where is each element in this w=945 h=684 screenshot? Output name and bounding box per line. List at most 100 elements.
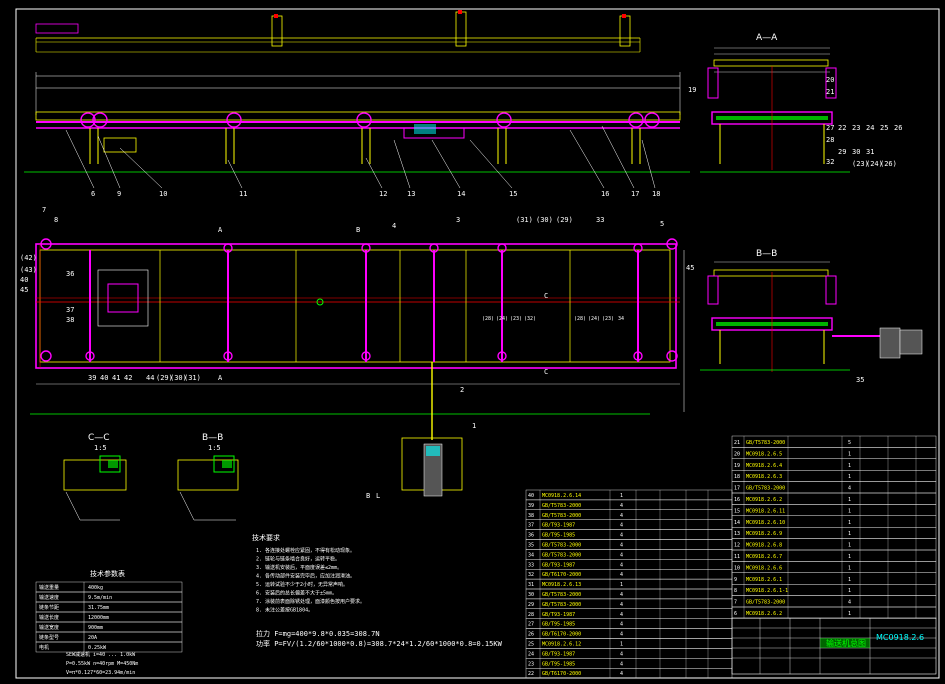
callout-section-a: (24) [866, 160, 883, 168]
note-line: 6. 安装后的总长偏差不大于±5mm。 [256, 590, 337, 597]
callout-plan-top: 33 [596, 216, 604, 224]
bom-index: 10 [734, 565, 740, 571]
bom-part-no: GB/T6170-2000 [542, 572, 581, 578]
bom-qty: 4 [620, 533, 623, 539]
bom-part-no: MC0918.2.6.12 [542, 642, 581, 648]
callout-section-a: 25 [880, 124, 888, 132]
bom-qty: 4 [620, 592, 623, 598]
callout-plan-bottom: (31) [184, 374, 201, 382]
callout-section-a: 26 [894, 124, 902, 132]
bom-part-no: GB/T93-1987 [542, 562, 575, 568]
note-line: 2. 链轮与链条啮合良好，运转平稳。 [256, 556, 340, 563]
callout-plan-left: (43) [20, 266, 37, 274]
drawing-border [15, 8, 940, 679]
bom-index: 29 [528, 602, 534, 608]
callout-front-14: 14 [457, 190, 465, 198]
section-mark-b-bottom: B [366, 492, 370, 500]
section-mark-l: L [376, 492, 380, 500]
callout-plan-bottom: 42 [124, 374, 132, 382]
spec-value: 20A [88, 635, 97, 641]
bom-qty: 1 [848, 497, 851, 503]
bom-part-no: MC0918.2.6.13 [542, 582, 581, 588]
bom-index: 13 [734, 531, 740, 537]
bom-index: 32 [528, 572, 534, 578]
callout-front-11: 11 [239, 190, 247, 198]
title-block: 输送机总图 MC0918.2.6 [731, 617, 937, 675]
bom-part-no: MC0918.2.6.11 [746, 508, 785, 514]
bom-part-no: MC0918.2.6.10 [746, 520, 785, 526]
callout-plan-mid: (32) [524, 316, 536, 322]
bom-index: 23 [528, 661, 534, 667]
bom-qty: 4 [848, 486, 851, 492]
notes-block: 技术要求 1. 各连接处螺栓应紧固，不得有松动现象。 2. 链轮与链条啮合良好，运转… [252, 533, 503, 648]
spec-value: 900mm [88, 625, 103, 631]
bom-qty: 4 [620, 651, 623, 657]
bom-qty: 4 [620, 632, 623, 638]
callout-section-a: 20 [826, 76, 834, 84]
callout-section-a: 29 [838, 148, 846, 156]
spec-lower-line: V=π*0.127*60=23.94m/min [66, 670, 135, 676]
note-line: 1. 各连接处螺栓应紧固，不得有松动现象。 [256, 547, 355, 554]
spec-value: 31.75mm [88, 605, 109, 611]
bom-qty: 1 [848, 588, 851, 594]
detail-cc-bb [63, 455, 239, 521]
callout-front-12: 12 [379, 190, 387, 198]
bom-qty: 1 [848, 451, 851, 457]
callout-plan-bottom: (29) [156, 374, 173, 382]
bom-index: 30 [528, 592, 534, 598]
bom-part-no: GB/T5783-2000 [542, 503, 581, 509]
bom-qty: 4 [620, 562, 623, 568]
bom-part-no: MC0918.2.6.6 [746, 565, 782, 571]
bom-qty: 5 [848, 440, 851, 446]
spec-key: 链条型号 [39, 634, 59, 641]
section-bb-title: B—B [202, 433, 223, 443]
bom-qty: 1 [848, 531, 851, 537]
bom-qty: 4 [620, 523, 623, 529]
top-mini-view [35, 10, 641, 53]
bom-part-no: GB/T5783-2000 [542, 602, 581, 608]
bom-part-no: GB/T93-1987 [542, 612, 575, 618]
callout-section-a: 28 [826, 136, 834, 144]
bom-qty: 4 [620, 661, 623, 667]
bom-part-no: GB/T5783-2000 [542, 552, 581, 558]
spec-key: 电机 [39, 644, 49, 651]
bom-index: 25 [528, 642, 534, 648]
bom-part-no: GB/T5783-2000 [746, 486, 785, 492]
callout-plan-top: 7 [42, 206, 46, 214]
bom-part-no: MC0918.2.6.1-1 [746, 588, 788, 594]
notes-title: 技术要求 [252, 533, 280, 542]
callout-plan-top: 5 [660, 220, 664, 228]
callout-section-a: 21 [826, 88, 834, 96]
note-line: 5. 运转试验不少于2小时，无异常声响。 [256, 581, 348, 588]
bom-qty: 1 [620, 642, 623, 648]
spec-key: 输送宽度 [39, 624, 59, 631]
bom-qty: 1 [848, 508, 851, 514]
callout-plan-top: 8 [54, 216, 58, 224]
bom-index: 21 [734, 440, 740, 446]
bom-part-no: MC0918.2.6.4 [746, 463, 782, 469]
bom-qty: 1 [848, 554, 851, 560]
note-line: 8. 未注公差按GB1804。 [256, 607, 313, 614]
note-line: 7. 涂装前表面除锈处理，面漆颜色按用户要求。 [256, 598, 365, 605]
spec-key: 输送速度 [39, 594, 59, 601]
spec-value: 9.5m/min [88, 595, 112, 601]
bom-index: 16 [734, 497, 740, 503]
bom-qty: 1 [848, 565, 851, 571]
spec-key: 输送长度 [39, 614, 59, 621]
bom-index: 22 [528, 671, 534, 677]
bom-part-no: MC0918.2.6.2 [746, 611, 782, 617]
callout-section-a: 32 [826, 158, 834, 166]
callout-section-a: 27 [826, 124, 834, 132]
bom-index: 12 [734, 543, 740, 549]
bom-part-no: MC0918.2.6.8 [746, 543, 782, 549]
bom-index: 36 [528, 533, 534, 539]
callout-section-b: 35 [856, 376, 864, 384]
callout-plan-mid: (24) [496, 316, 508, 322]
callout-section-a: 24 [866, 124, 874, 132]
bom-row [731, 606, 937, 619]
callout-plan-bottom: (30) [170, 374, 187, 382]
bom-part-no: MC0918.2.6.14 [542, 493, 581, 499]
callout-plan-left: (42) [20, 254, 37, 262]
